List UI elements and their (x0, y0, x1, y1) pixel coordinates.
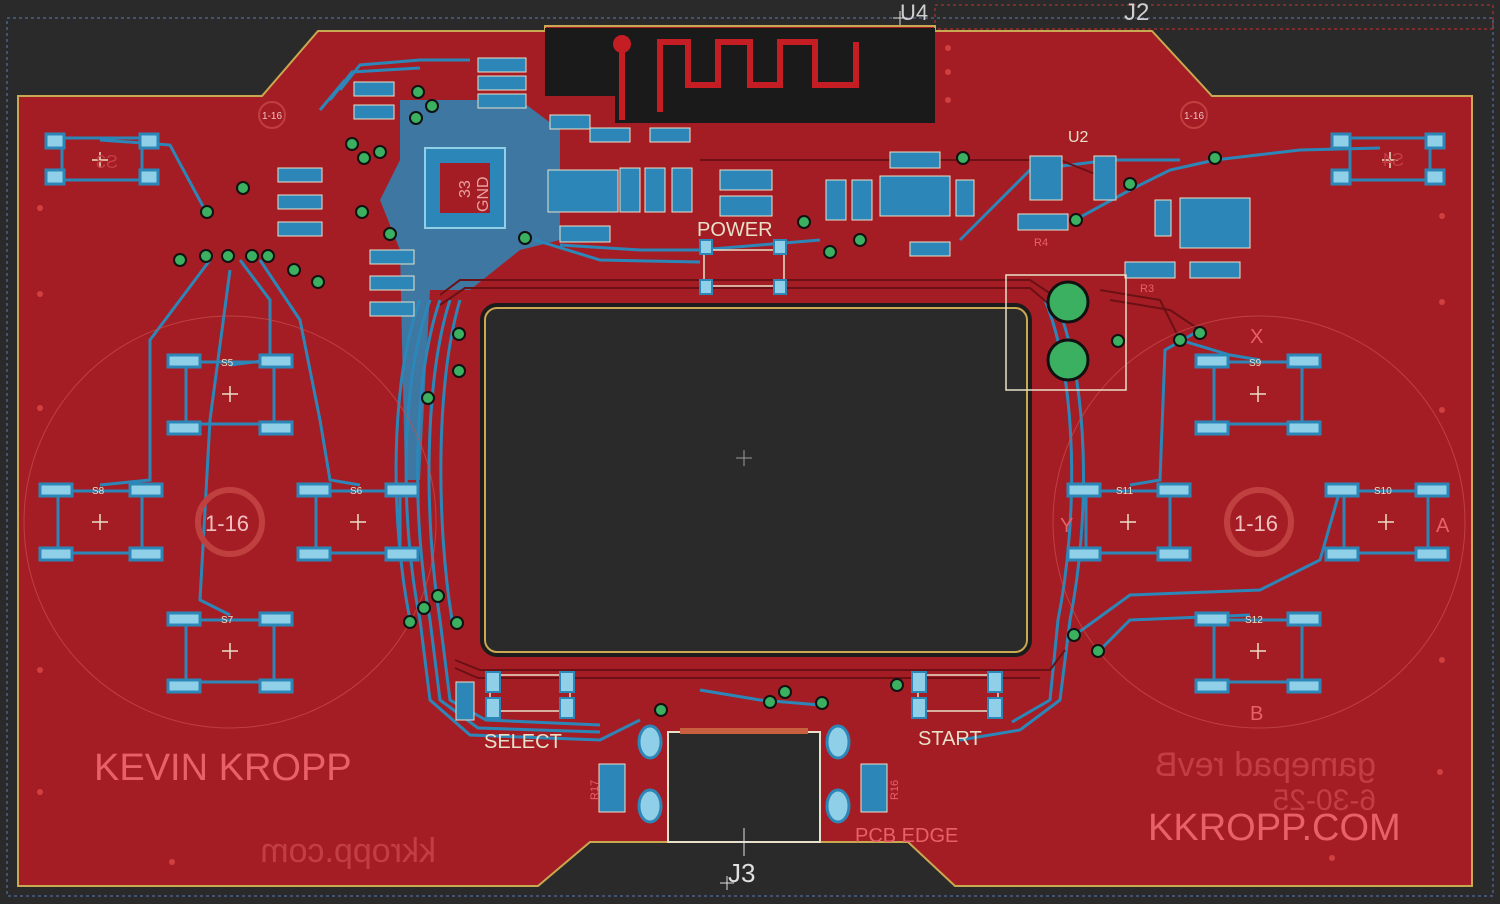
crosshair-icon (720, 11, 907, 890)
top-layer-traces (439, 159, 1201, 679)
designator-s11: S11 (1116, 486, 1133, 497)
mcu-pad (440, 163, 490, 213)
designator-s4: S4 (1382, 150, 1404, 170)
antenna-trace (619, 39, 859, 120)
silk-select: SELECT (484, 731, 562, 753)
silk-date: 6-30-25 (1273, 784, 1376, 817)
silk-a: A (1436, 515, 1450, 537)
designator-r17: R17 (589, 780, 601, 800)
panel-id-left: 1-16 (205, 511, 249, 536)
right-abxy-outline (1052, 315, 1466, 729)
display-outline (484, 307, 1028, 653)
j3-connector-body[interactable] (667, 731, 821, 843)
designator-s9: S9 (1249, 358, 1262, 369)
panel-id-small-right: 1-16 (1184, 111, 1204, 122)
display-cutout[interactable] (480, 303, 1032, 657)
silk-pcb-edge: PCB EDGE (855, 825, 958, 847)
via-icon (173, 85, 1222, 717)
j3-shield-pad-r2 (825, 788, 851, 824)
designator-r3: R3 (1140, 283, 1154, 295)
battery-pad-gnd[interactable] (1046, 338, 1090, 382)
switch-footprints (56, 136, 1432, 684)
designator-r16: R16 (889, 780, 901, 800)
designator-u2[interactable]: U2 (1068, 129, 1089, 146)
j3-pin-strip (680, 728, 808, 734)
designator-s3: S3 (96, 152, 118, 172)
j3-shield-pad-r1 (825, 724, 851, 760)
silk-name: KEVIN KROPP (94, 747, 352, 789)
mcu-pin-number: 33 (457, 180, 474, 198)
fiducial-markers (37, 45, 1445, 865)
right-mounting-hole[interactable] (1224, 487, 1294, 557)
designator-r4: R4 (1034, 237, 1048, 249)
silk-start: START (918, 728, 982, 750)
designator-s12: S12 (1245, 615, 1263, 626)
switch-pads (38, 132, 1450, 694)
j2-dashed-frame (934, 4, 1494, 30)
smd-components (277, 57, 1251, 813)
battery-pad-plus[interactable] (1046, 280, 1090, 324)
panel-id-right: 1-16 (1234, 511, 1278, 536)
j3-shield-pad-l2 (637, 788, 663, 824)
small-button-pads (485, 239, 1003, 719)
silk-b: B (1250, 703, 1263, 725)
designator-s7: S7 (221, 615, 234, 626)
silk-y: Y (1060, 515, 1073, 537)
small-mounting-hole-left[interactable] (258, 101, 286, 129)
battery-connector-outline (1005, 274, 1127, 391)
switch-crosshairs (92, 152, 1398, 659)
designator-u4[interactable]: U4 (900, 0, 928, 25)
left-mounting-hole[interactable] (195, 487, 265, 557)
silk-site-front: KKROPP.COM (1148, 807, 1401, 849)
left-dpad-outline (23, 315, 437, 729)
designator-s6: S6 (350, 486, 363, 497)
antenna-feed-pad (613, 35, 631, 53)
designator-j2[interactable]: J2 (1124, 0, 1149, 26)
silk-board-rev: gamepad revB (1155, 746, 1376, 784)
designator-s5: S5 (221, 358, 234, 369)
silk-power: POWER (697, 219, 773, 241)
silk-x: X (1250, 326, 1263, 348)
crosshair-icon (736, 450, 752, 466)
silk-site-back: kkropp.com (260, 832, 436, 870)
designator-s8: S8 (92, 486, 105, 497)
mcu-gnd-label: GND (475, 176, 492, 212)
designator-s10: S10 (1374, 486, 1392, 497)
small-mounting-hole-right[interactable] (1180, 101, 1208, 129)
panel-id-small-left: 1-16 (262, 111, 282, 122)
j3-shield-pad-l1 (637, 724, 663, 760)
